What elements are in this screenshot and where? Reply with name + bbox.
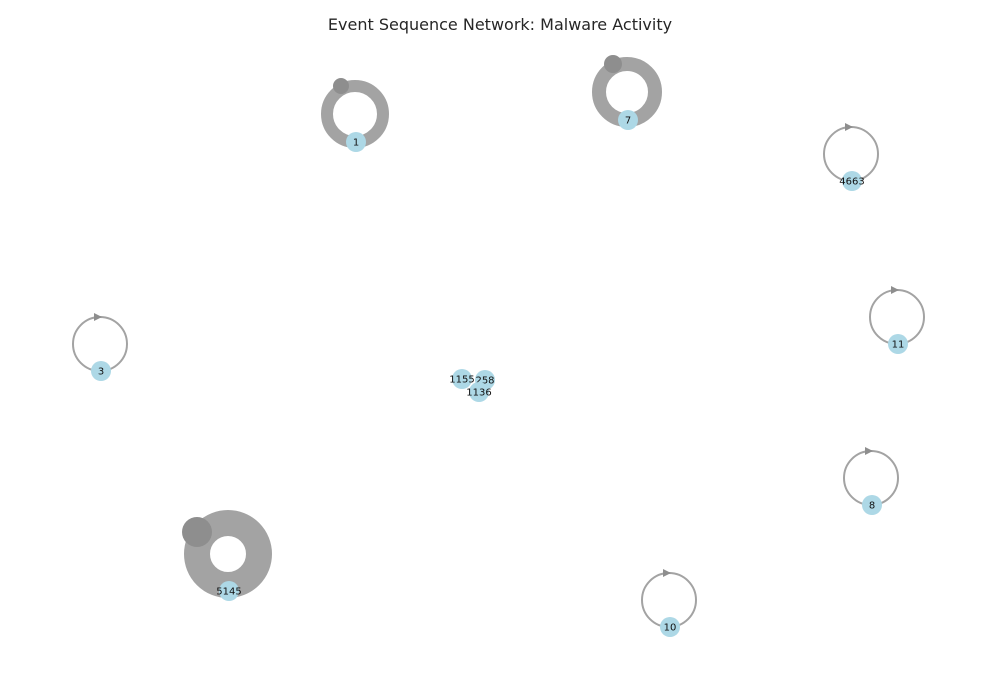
node-label-7: 7 — [625, 116, 631, 127]
node-circle-7[interactable] — [618, 110, 638, 130]
arrowhead-7 — [604, 55, 622, 73]
node-label-258: 258 — [475, 376, 494, 387]
node-label-4663: 4663 — [839, 177, 864, 188]
node-circle-5145[interactable] — [219, 581, 239, 601]
node-1[interactable]: 1 — [346, 132, 366, 152]
arrowhead-5145 — [182, 517, 212, 547]
node-label-1155: 1155 — [449, 375, 474, 386]
node-11[interactable]: 11 — [888, 334, 908, 354]
node-1155[interactable]: 1155 — [449, 369, 475, 389]
node-label-3: 3 — [98, 367, 104, 378]
node-10[interactable]: 10 — [660, 617, 680, 637]
node-circle-8[interactable] — [862, 495, 882, 515]
arrowhead-11 — [891, 286, 899, 294]
node-8[interactable]: 8 — [862, 495, 882, 515]
self-loop-edge-5145 — [182, 510, 272, 598]
node-circle-1[interactable] — [346, 132, 366, 152]
node-1136[interactable]: 1136 — [466, 382, 492, 402]
node-circle-11[interactable] — [888, 334, 908, 354]
node-7[interactable]: 7 — [618, 110, 638, 130]
node-label-5145: 5145 — [216, 587, 241, 598]
node-5145[interactable]: 5145 — [216, 581, 242, 601]
arrowhead-3 — [94, 313, 102, 321]
node-circle-1136[interactable] — [469, 382, 489, 402]
arrowhead-10 — [663, 569, 671, 577]
arrowhead-4663 — [845, 123, 853, 131]
edges-layer — [72, 55, 925, 628]
node-3[interactable]: 3 — [91, 361, 111, 381]
arrowhead-1 — [333, 78, 349, 94]
node-circle-10[interactable] — [660, 617, 680, 637]
node-circle-3[interactable] — [91, 361, 111, 381]
arrowhead-8 — [865, 447, 873, 455]
node-4663[interactable]: 4663 — [839, 171, 865, 191]
node-label-1136: 1136 — [466, 388, 491, 399]
node-label-10: 10 — [664, 623, 677, 634]
node-label-11: 11 — [892, 340, 905, 351]
node-label-8: 8 — [869, 501, 875, 512]
node-label-1: 1 — [353, 138, 359, 149]
node-circle-1155[interactable] — [452, 369, 472, 389]
node-circle-4663[interactable] — [842, 171, 862, 191]
chart-title: Event Sequence Network: Malware Activity — [328, 15, 672, 34]
